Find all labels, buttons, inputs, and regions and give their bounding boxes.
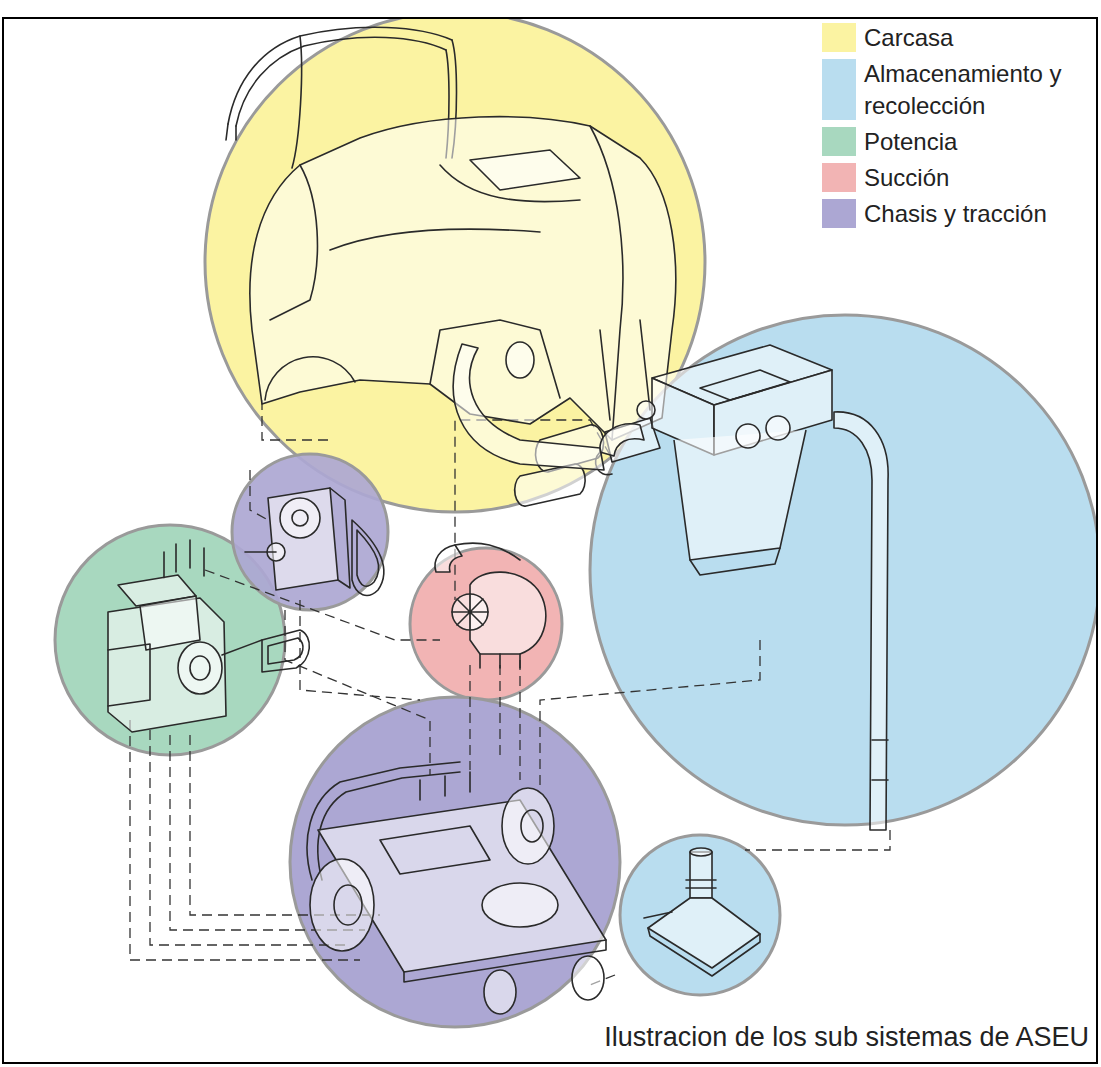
storage-drawing-part bbox=[834, 412, 888, 830]
nozzle-drawing-part bbox=[690, 848, 712, 856]
transmission-drawing-part bbox=[268, 488, 338, 590]
housing-drawing-part bbox=[236, 37, 446, 126]
storage-drawing-part bbox=[872, 740, 888, 780]
assembly-lines-part bbox=[469, 665, 470, 770]
legend-label: Carcasa bbox=[864, 22, 1069, 54]
storage-drawing-part bbox=[736, 424, 760, 448]
assembly-lines-part bbox=[519, 660, 520, 780]
suction-bubble bbox=[410, 548, 562, 700]
blower-drawing-part bbox=[480, 654, 520, 668]
storage-drawing bbox=[453, 344, 888, 830]
chassis-drawing-part bbox=[484, 970, 516, 1014]
transmission-drawing bbox=[245, 488, 384, 595]
engine-drawing-part bbox=[222, 640, 262, 655]
storage-drawing-part bbox=[766, 416, 790, 440]
assembly-lines-part bbox=[262, 400, 330, 440]
legend-swatch bbox=[822, 59, 856, 120]
nozzle-drawing-part bbox=[686, 880, 716, 888]
chassis-drawing-part bbox=[502, 788, 554, 864]
legend-swatch bbox=[822, 163, 856, 192]
legend-label: Almacenamiento y recolección bbox=[864, 58, 1069, 122]
nozzle-drawing bbox=[644, 848, 760, 976]
housing-drawing-part bbox=[506, 342, 534, 378]
transmission-drawing-part bbox=[280, 498, 320, 538]
legend-label: Succión bbox=[864, 162, 1069, 194]
chassis-drawing-part bbox=[482, 883, 558, 927]
nozzle-bubble bbox=[620, 835, 780, 995]
housing-drawing-part bbox=[292, 36, 302, 168]
storage-drawing-part bbox=[700, 370, 790, 400]
storage-drawing-part bbox=[600, 424, 644, 456]
legend-label: Chasis y tracción bbox=[864, 198, 1069, 230]
assembly-lines-part bbox=[540, 640, 760, 790]
nozzle-drawing-part bbox=[690, 852, 712, 898]
transmission-drawing-part bbox=[330, 488, 350, 588]
housing-drawing-part bbox=[470, 150, 580, 190]
housing-drawing-part bbox=[430, 320, 560, 398]
legend-swatch bbox=[822, 23, 856, 52]
assembly-lines bbox=[130, 400, 890, 985]
blower-drawing bbox=[435, 543, 546, 668]
engine-drawing-part bbox=[140, 596, 200, 650]
legend-label: Potencia bbox=[864, 126, 1069, 158]
engine-drawing-part bbox=[262, 630, 309, 672]
transmission-drawing-part bbox=[352, 520, 384, 595]
housing-drawing-part bbox=[330, 229, 540, 250]
blower-drawing-part bbox=[435, 545, 462, 572]
chassis-bubble bbox=[290, 697, 620, 1027]
blower-drawing-part bbox=[452, 594, 488, 630]
legend-swatch bbox=[822, 127, 856, 156]
chassis-drawing-part bbox=[420, 772, 470, 800]
transmission-drawing-part bbox=[292, 510, 308, 526]
housing-drawing-part bbox=[265, 357, 355, 400]
engine-drawing-part bbox=[268, 638, 303, 664]
engine-drawing bbox=[108, 540, 309, 732]
assembly-lines-part bbox=[745, 830, 890, 850]
engine-drawing-part bbox=[164, 540, 204, 578]
storage-drawing-part bbox=[674, 430, 806, 560]
legend-swatch bbox=[822, 199, 856, 228]
subsystem-bubbles bbox=[55, 19, 1096, 1027]
chassis-drawing-part bbox=[380, 826, 490, 874]
storage-drawing-part bbox=[453, 344, 604, 470]
assembly-lines-part bbox=[300, 600, 420, 700]
assembly-lines-part bbox=[250, 470, 268, 520]
nozzle-drawing-part bbox=[648, 928, 760, 976]
blower-drawing-part bbox=[452, 594, 488, 630]
nozzle-drawing-part bbox=[648, 898, 760, 968]
transmission-drawing-part bbox=[245, 551, 276, 553]
chassis-drawing-part bbox=[521, 810, 543, 842]
engine-drawing-part bbox=[190, 656, 210, 680]
nozzle-drawing-part bbox=[644, 912, 672, 918]
housing-drawing-part bbox=[440, 165, 580, 202]
housing-drawing-part bbox=[270, 165, 317, 320]
blower-drawing-part bbox=[455, 543, 520, 560]
engine-drawing-part bbox=[178, 642, 222, 694]
housing-drawing bbox=[226, 27, 676, 506]
storage-bubble bbox=[590, 315, 1096, 825]
chassis-drawing bbox=[307, 762, 606, 1014]
chassis-drawing-part bbox=[572, 956, 604, 1000]
assembly-lines-part bbox=[499, 665, 500, 760]
chassis-drawing-part bbox=[334, 885, 362, 925]
caption: Ilustracion de los sub sistemas de ASEU bbox=[604, 1021, 1089, 1053]
transmission-drawing-part bbox=[357, 530, 379, 586]
storage-drawing-part bbox=[637, 401, 655, 419]
engine-drawing-part bbox=[108, 644, 150, 706]
chassis-drawing-part bbox=[310, 859, 374, 951]
housing-drawing-part bbox=[226, 124, 236, 140]
transmission-bubble bbox=[232, 454, 388, 610]
housing-drawing-part bbox=[515, 464, 585, 506]
storage-drawing-part bbox=[690, 548, 780, 575]
